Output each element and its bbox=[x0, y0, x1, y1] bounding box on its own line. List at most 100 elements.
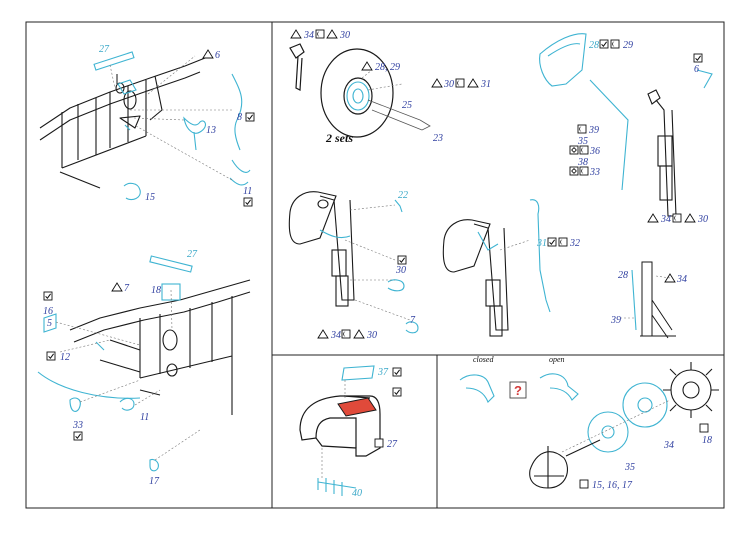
label-w-23: 23 bbox=[433, 133, 443, 144]
label-w-25: 25 bbox=[402, 100, 412, 111]
label-p1-11: 11 bbox=[243, 186, 252, 197]
label-p2-16: 16 bbox=[43, 306, 53, 317]
label-r-38: 38 bbox=[577, 157, 588, 168]
svg-text:?: ? bbox=[514, 383, 522, 398]
gear-leg-right-diagram bbox=[442, 199, 551, 337]
half-moon-icon bbox=[579, 166, 589, 176]
label-p2-5: 5 bbox=[47, 318, 52, 329]
label-w-31: 31 bbox=[480, 79, 491, 90]
half-moon-icon bbox=[579, 145, 589, 155]
closed-caption: closed bbox=[473, 355, 494, 364]
checkbox-icon bbox=[392, 367, 402, 377]
triangle-icon bbox=[317, 329, 329, 339]
triangle-icon bbox=[326, 29, 338, 39]
label-g1-30: 30 bbox=[395, 265, 406, 276]
triangle-icon bbox=[290, 29, 302, 39]
label-w-34: 34 bbox=[303, 30, 314, 41]
checkbox-icon bbox=[547, 237, 557, 247]
label-e-18: 18 bbox=[702, 435, 712, 446]
half-moon-icon bbox=[341, 329, 351, 339]
label-s-28: 28 bbox=[618, 270, 628, 281]
two-sets-note: 2 sets bbox=[325, 131, 353, 145]
wheel-diagram bbox=[289, 43, 431, 138]
checkbox-icon bbox=[693, 53, 703, 63]
engine-fan-diagram bbox=[459, 362, 719, 489]
gear-door-diagram bbox=[539, 33, 713, 217]
half-moon-icon bbox=[672, 213, 682, 223]
label-g1-34: 34 bbox=[330, 330, 341, 341]
label-r-28: 28 bbox=[589, 40, 599, 51]
label-g1-7: 7 bbox=[410, 315, 416, 326]
checkbox-icon bbox=[579, 479, 589, 489]
label-g1-22: 22 bbox=[398, 190, 408, 201]
label-c-27: 27 bbox=[387, 439, 398, 450]
label-g1-30b: 30 bbox=[366, 330, 377, 341]
label-p2-33: 33 bbox=[72, 420, 83, 431]
half-moon-icon bbox=[577, 124, 587, 134]
label-p2-17: 17 bbox=[149, 476, 160, 487]
label-g2-32: 32 bbox=[569, 238, 580, 249]
label-r-6: 6 bbox=[694, 64, 699, 75]
half-moon-icon bbox=[558, 237, 568, 247]
cockpit-frame-bottom-diagram bbox=[37, 255, 251, 472]
label-p2-12: 12 bbox=[60, 352, 70, 363]
label-r-35: 35 bbox=[577, 136, 588, 147]
label-c-37: 37 bbox=[377, 367, 389, 378]
checkbox-icon bbox=[599, 39, 609, 49]
half-moon-icon bbox=[455, 78, 465, 88]
open-caption: open bbox=[549, 355, 565, 364]
label-s-34: 34 bbox=[676, 274, 687, 285]
label-p2-18: 18 bbox=[151, 285, 161, 296]
half-moon-icon bbox=[315, 29, 325, 39]
checkbox-icon bbox=[243, 197, 253, 207]
label-s-39: 39 bbox=[610, 315, 621, 326]
label-p2-11: 11 bbox=[140, 412, 149, 423]
triangle-icon bbox=[431, 78, 443, 88]
panel-grid bbox=[25, 21, 725, 509]
strut-diagram bbox=[620, 261, 676, 339]
half-moon-icon bbox=[610, 39, 620, 49]
checkbox-icon bbox=[699, 423, 709, 433]
gear-icon bbox=[569, 166, 579, 176]
label-r-33: 33 bbox=[589, 167, 600, 178]
triangle-icon bbox=[664, 273, 676, 283]
label-p2-7: 7 bbox=[124, 283, 130, 294]
triangle-icon bbox=[202, 49, 214, 59]
checkbox-icon bbox=[397, 255, 407, 265]
label-e-35: 35 bbox=[624, 462, 635, 473]
label-p1-6: 6 bbox=[215, 50, 220, 61]
label-c-40: 40 bbox=[352, 488, 362, 499]
label-r-30: 30 bbox=[697, 214, 708, 225]
label-e-15-16-17: 15, 16, 17 bbox=[592, 480, 633, 491]
label-e-34: 34 bbox=[663, 440, 674, 451]
label-p1-13: 13 bbox=[206, 125, 216, 136]
question-icon: ? bbox=[509, 381, 527, 399]
label-p1-8: 8 bbox=[237, 112, 242, 123]
checkbox-icon bbox=[392, 387, 402, 397]
triangle-icon bbox=[111, 282, 123, 292]
label-g2-31: 31 bbox=[536, 238, 547, 249]
checkbox-icon bbox=[245, 112, 255, 122]
checkbox-icon bbox=[46, 351, 56, 361]
label-r-29: 29 bbox=[623, 40, 633, 51]
label-r-34: 34 bbox=[660, 214, 671, 225]
label-p1-27: 27 bbox=[99, 44, 110, 55]
triangle-icon bbox=[361, 61, 373, 71]
triangle-icon bbox=[353, 329, 365, 339]
cockpit-frame-top-diagram bbox=[39, 51, 251, 201]
checkbox-icon bbox=[73, 431, 83, 441]
checkbox-icon bbox=[43, 291, 53, 301]
gear-leg-left-diagram bbox=[288, 191, 419, 334]
label-w-28-29: 28, 29 bbox=[375, 62, 400, 73]
cowling-diagram bbox=[299, 365, 381, 496]
label-p1-15: 15 bbox=[145, 192, 155, 203]
triangle-icon bbox=[467, 78, 479, 88]
gear-icon bbox=[569, 145, 579, 155]
label-p2-27: 27 bbox=[187, 249, 198, 260]
triangle-icon bbox=[684, 213, 696, 223]
label-w-30: 30 bbox=[339, 30, 350, 41]
label-r-39: 39 bbox=[588, 125, 599, 136]
label-w-30b: 30 bbox=[443, 79, 454, 90]
checkbox-icon bbox=[374, 438, 384, 448]
